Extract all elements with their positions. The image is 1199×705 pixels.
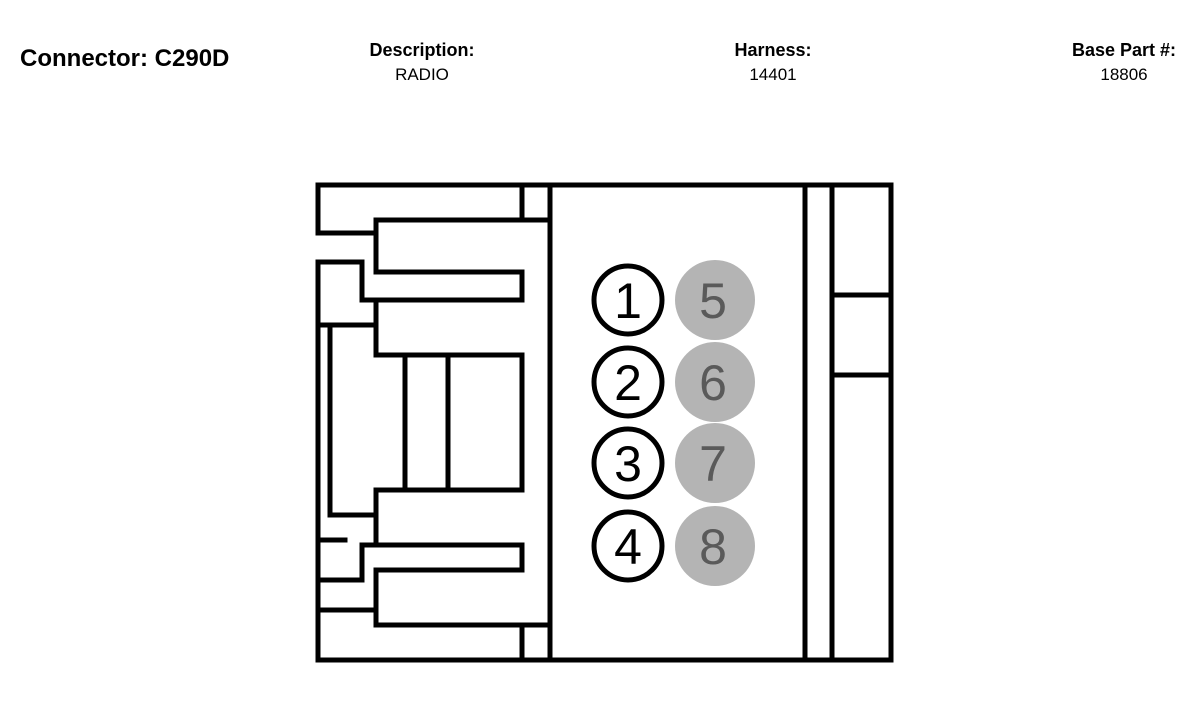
pin-5-label: 5 <box>699 273 727 329</box>
pin-2-label: 2 <box>614 355 642 411</box>
pin-6-label: 6 <box>699 355 727 411</box>
pin-7-label: 7 <box>699 436 727 492</box>
base-part-field: Base Part #: 18806 <box>1072 38 1176 88</box>
pin-8-label: 8 <box>699 519 727 575</box>
description-label: Description: <box>369 40 475 60</box>
pin-4-circle <box>591 509 665 583</box>
description-value: RADIO <box>395 65 449 84</box>
active-pin-group: 1 2 3 4 <box>591 263 665 583</box>
pin-2-circle <box>591 345 665 419</box>
harness-label: Harness: <box>734 40 812 60</box>
connector-housing-outline <box>315 182 894 663</box>
pin-7-circle <box>675 423 755 503</box>
housing-outer-edge <box>315 182 894 663</box>
harness-value: 14401 <box>749 65 797 84</box>
base-part-label: Base Part #: <box>1071 40 1177 60</box>
top-left-flange <box>315 182 379 236</box>
harness-field: Harness: 14401 <box>734 38 811 88</box>
pin-1-label: 1 <box>614 273 642 329</box>
connector-title: Connector: C290D <box>20 45 230 72</box>
bottom-latch-arm <box>359 542 553 628</box>
inactive-pin-group: 5 6 7 8 <box>675 260 755 586</box>
pin-5-circle <box>675 260 755 340</box>
bottom-left-flange <box>315 577 379 613</box>
pin-3-label: 3 <box>614 436 642 492</box>
pin-6-circle <box>675 342 755 422</box>
top-latch-arm <box>315 217 525 328</box>
pin-4-label: 4 <box>614 519 642 575</box>
pin-3-circle <box>591 426 665 500</box>
center-window <box>373 322 525 518</box>
pin-8-circle <box>675 506 755 586</box>
description-field: Description: RADIO <box>369 38 474 88</box>
base-part-value: 18806 <box>1100 65 1148 84</box>
pin-1-circle <box>591 263 665 337</box>
